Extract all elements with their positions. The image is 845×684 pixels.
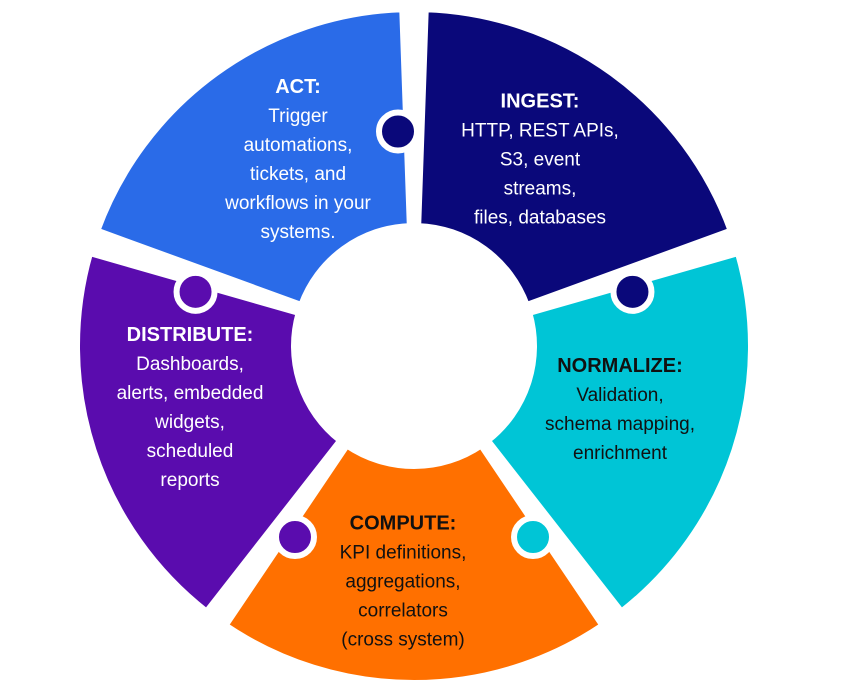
segment-line: automations, [243, 135, 353, 156]
puzzle-knob-distribute [173, 269, 218, 314]
segment-line: reports [160, 470, 220, 491]
segment-line: files, databases [473, 207, 607, 229]
puzzle-knob-normalize [511, 515, 556, 560]
segment-title: NORMALIZE: [557, 355, 683, 377]
segment-line: Validation, [576, 385, 664, 406]
segment-line: systems. [260, 222, 336, 243]
label-normalize: NORMALIZE: Validation, schema mapping, enri… [545, 352, 695, 468]
segment-line: enrichment [573, 443, 667, 464]
puzzle-knob-distribute [272, 515, 317, 560]
label-compute: COMPUTE: KPI definitions, aggregations, cor… [340, 510, 467, 655]
segment-distribute [74, 250, 344, 615]
segment-line: scheduled [146, 441, 234, 462]
label-distribute: DISTRIBUTE: Dashboards, alerts, embedded wi… [117, 321, 264, 495]
segment-line: correlators [358, 600, 448, 622]
segment-line: (cross system) [341, 629, 465, 651]
segment-line: schema mapping, [545, 414, 695, 435]
segment-line: aggregations, [345, 571, 461, 593]
segment-title: DISTRIBUTE: [126, 324, 254, 346]
segment-line: alerts, embedded [116, 383, 264, 404]
segment-line: Trigger [268, 106, 328, 127]
puzzle-knob-ingest [610, 269, 655, 314]
segment-line: streams, [503, 178, 577, 200]
segment-act [94, 6, 413, 308]
segment-line: HTTP, REST APIs, [461, 120, 619, 142]
label-act: ACT: Trigger automations, tickets, and workf… [225, 73, 371, 247]
segment-title: INGEST: [500, 90, 580, 113]
label-ingest: INGEST: HTTP, REST APIs, S3, event streams,… [461, 88, 619, 233]
segment-line: tickets, and [249, 164, 347, 185]
segment-title: COMPUTE: [349, 512, 457, 535]
segment-ingest [415, 6, 734, 308]
segment-line: S3, event [499, 149, 581, 171]
segment-line: widgets, [155, 412, 225, 433]
segment-normalize [484, 250, 754, 615]
segment-line: workflows in your [225, 193, 371, 214]
segment-title: ACT: [275, 76, 321, 98]
segment-line: KPI definitions, [339, 542, 467, 564]
puzzle-knob-ingest [376, 109, 420, 154]
segment-compute [222, 442, 606, 684]
segment-line: Dashboards, [136, 354, 244, 375]
